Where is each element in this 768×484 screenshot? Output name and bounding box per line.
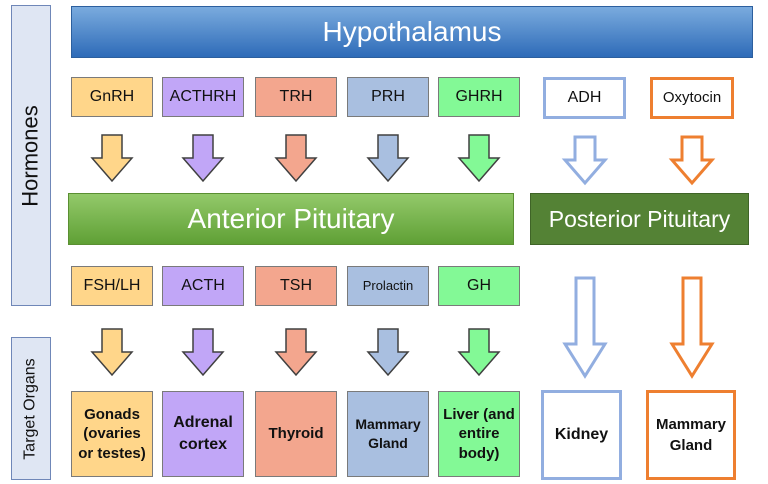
gonads-line-2: (ovaries (83, 425, 141, 443)
liver-line-2: entire (458, 425, 500, 443)
long-down-arrow-icon (562, 276, 608, 379)
gonads-line-1: Gonads (84, 405, 140, 423)
kidney-box: Kidney (541, 390, 622, 480)
down-arrow-icon (181, 328, 225, 377)
hormones-side-label: Hormones (11, 5, 51, 306)
kidney-line-1: Kidney (554, 425, 609, 443)
target-organs-label-text: Target Organs (22, 357, 40, 460)
down-arrow-icon (274, 134, 318, 183)
hypothalamus-title: Hypothalamus (322, 16, 502, 47)
down-arrow-icon (668, 135, 716, 186)
long-down-arrow-icon (669, 276, 715, 379)
acth-label: ACTH (181, 276, 225, 294)
prolactin-label: Prolactin (362, 278, 414, 294)
down-arrow-icon (90, 134, 134, 183)
down-arrow-icon (274, 328, 318, 377)
liver-line-1: Liver (and (443, 405, 515, 423)
mammary-line-1: Mammary (355, 416, 421, 433)
fsh-lh-label: FSH/LH (83, 276, 141, 294)
liver-box: Liver (and entire body) (438, 391, 520, 477)
gnrh-box: GnRH (71, 77, 153, 117)
gh-label: GH (467, 276, 491, 294)
oxytocin-label: Oxytocin (662, 89, 722, 107)
hypothalamus-banner: Hypothalamus (71, 6, 753, 58)
adrenal-line-1: Adrenal (173, 414, 233, 432)
trh-label: TRH (279, 87, 313, 105)
oxytocin-box: Oxytocin (650, 77, 734, 119)
down-arrow-icon (561, 135, 609, 186)
mammary-gland-box: Mammary Gland (347, 391, 429, 477)
hormones-label-text: Hormones (18, 104, 44, 207)
adh-label: ADH (567, 88, 602, 106)
down-arrow-icon (366, 134, 410, 183)
trh-box: TRH (255, 77, 337, 117)
acthrh-label: ACTHRH (169, 87, 237, 105)
down-arrow-icon (457, 134, 501, 183)
gonads-box: Gonads (ovaries or testes) (71, 391, 153, 477)
prh-box: PRH (347, 77, 429, 117)
posterior-mammary-line-1: Mammary (655, 416, 727, 433)
gh-box: GH (438, 266, 520, 306)
mammary-line-2: Gland (368, 435, 408, 451)
gonads-line-3: or testes) (78, 444, 146, 462)
adrenal-line-2: cortex (178, 436, 228, 453)
adrenal-cortex-box: Adrenal cortex (162, 391, 244, 477)
prolactin-box: Prolactin (347, 266, 429, 306)
thyroid-line-1: Thyroid (268, 425, 324, 443)
posterior-pituitary-title: Posterior Pituitary (548, 205, 731, 232)
fsh-lh-box: FSH/LH (71, 266, 153, 306)
tsh-box: TSH (255, 266, 337, 306)
posterior-pituitary-banner: Posterior Pituitary (530, 193, 749, 245)
gnrh-label: GnRH (89, 87, 135, 105)
prh-label: PRH (371, 87, 405, 105)
posterior-mammary-line-2: Gland (669, 437, 713, 454)
thyroid-box: Thyroid (255, 391, 337, 477)
posterior-mammary-gland-box: Mammary Gland (646, 390, 736, 480)
tsh-label: TSH (280, 276, 312, 294)
target-organs-side-label: Target Organs (11, 337, 51, 480)
ghrh-box: GHRH (438, 77, 520, 117)
acth-box: ACTH (162, 266, 244, 306)
down-arrow-icon (366, 328, 410, 377)
anterior-pituitary-banner: Anterior Pituitary (68, 193, 514, 245)
down-arrow-icon (457, 328, 501, 377)
anterior-pituitary-title: Anterior Pituitary (187, 203, 395, 234)
down-arrow-icon (181, 134, 225, 183)
acthrh-box: ACTHRH (162, 77, 244, 117)
ghrh-label: GHRH (455, 87, 503, 105)
adh-box: ADH (543, 77, 626, 119)
down-arrow-icon (90, 328, 134, 377)
liver-line-3: body) (458, 444, 500, 462)
